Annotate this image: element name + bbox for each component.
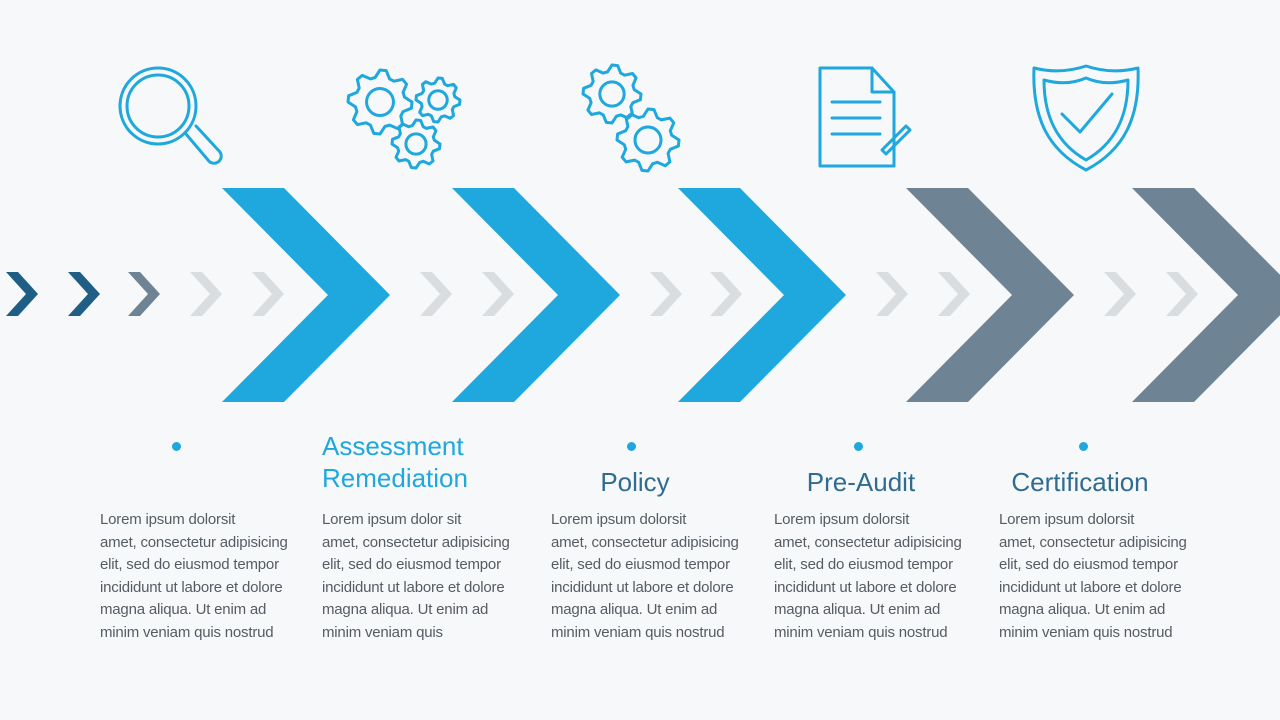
small-chevron-5: [252, 272, 284, 316]
stage-5-text-line: Lorem ipsum dolorsit: [999, 511, 1135, 528]
stage-3-text-line: elit, sed do eiusmod tempor: [551, 556, 730, 573]
stage-2-text-line: amet, consectetur adipisicing: [322, 533, 510, 551]
stage-1-text-line: minim veniam quis nostrud: [100, 623, 274, 641]
stage-5-text-line: incididunt ut labore et dolore: [999, 578, 1182, 596]
gears-icon: [346, 68, 462, 170]
stage-5-text-line: minim veniam quis nostrud: [999, 623, 1173, 641]
stage-5-text-line: magna aliqua. Ut enim ad: [999, 601, 1166, 618]
stage-1-text-line: amet, consectetur adipisicing: [100, 533, 288, 551]
stage-1-description: Lorem ipsum dolorsit amet, consectetur a…: [100, 509, 290, 644]
stage-5-text-line: amet, consectetur adipisicing: [999, 533, 1187, 551]
stage-4-text-line: minim veniam quis nostrud: [774, 623, 948, 641]
small-chevron-11: [938, 272, 970, 316]
stage-5: Certification Lorem ipsum dolorsit amet,…: [999, 0, 1199, 720]
gears-icon: [581, 63, 681, 173]
stage-4-chevron: [906, 188, 1074, 402]
stage-3-dot: [627, 442, 636, 451]
stage-5-chevron: [1132, 188, 1280, 402]
stage-2-text-line: minim veniam quis: [322, 623, 443, 641]
small-chevron-9: [710, 272, 742, 316]
small-chevron-3: [128, 272, 160, 316]
stage-3-text-line: incididunt ut labore et dolore: [551, 578, 734, 596]
magnifier-icon: [118, 66, 223, 165]
small-chevron-8: [650, 272, 682, 316]
stage-4-text-line: incididunt ut labore et dolore: [774, 578, 957, 596]
small-chevron-12: [1104, 272, 1136, 316]
stage-4-dot: [854, 442, 863, 451]
stage-2-title-line-2: Remediation: [322, 463, 468, 493]
stage-1-text-line: elit, sed do eiusmod tempor: [100, 556, 279, 573]
stage-1-chevron: [222, 188, 390, 402]
stage-5-text-line: elit, sed do eiusmod tempor: [999, 556, 1178, 573]
small-chevron-2: [68, 272, 100, 316]
stage-2-title-line-1: Assessment: [322, 431, 464, 461]
stage-2-title: Assessment Remediation: [322, 430, 522, 494]
small-chevron-1: [6, 272, 38, 316]
stage-3-text-line: amet, consectetur adipisicing: [551, 533, 739, 551]
small-chevron-4: [190, 272, 222, 316]
stage-2-text-line: incididunt ut labore et dolore: [322, 578, 505, 596]
stage-4-text-line: magna aliqua. Ut enim ad: [774, 601, 941, 618]
document-icon: [818, 66, 912, 168]
small-chevron-10: [876, 272, 908, 316]
stage-1-text-line: Lorem ipsum dolorsit: [100, 511, 236, 528]
small-chevron-7: [482, 272, 514, 316]
stage-3-text-line: magna aliqua. Ut enim ad: [551, 601, 718, 618]
stage-3-text-line: Lorem ipsum dolorsit: [551, 511, 687, 528]
stage-2-text-line: Lorem ipsum dolor sit: [322, 511, 462, 528]
stage-1-text-line: incididunt ut labore et dolore: [100, 578, 283, 596]
shield-check-icon: [1032, 64, 1140, 172]
stage-3-title: Policy: [600, 467, 670, 497]
stage-4-title: Pre-Audit: [806, 467, 916, 497]
stage-3-text-line: minim veniam quis nostrud: [551, 623, 725, 641]
stage-5-dot: [1079, 442, 1088, 451]
stage-3-chevron: [678, 188, 846, 402]
small-chevron-13: [1166, 272, 1198, 316]
small-chevron-6: [420, 272, 452, 316]
stage-2: Assessment Remediation Lorem ipsum dolor…: [322, 0, 522, 720]
stage-2-description: Lorem ipsum dolor sit amet, consectetur …: [322, 509, 512, 644]
stage-1-text-line: magna aliqua. Ut enim ad: [100, 601, 267, 618]
stage-4-text-line: amet, consectetur adipisicing: [774, 533, 962, 551]
stage-1: Lorem ipsum dolorsit amet, consectetur a…: [100, 0, 300, 720]
stage-4-text-line: Lorem ipsum dolorsit: [774, 511, 910, 528]
stage-2-text-line: magna aliqua. Ut enim ad: [322, 601, 489, 618]
stage-4: Pre-Audit Lorem ipsum dolorsit amet, con…: [774, 0, 974, 720]
stage-5-description: Lorem ipsum dolorsit amet, consectetur a…: [999, 509, 1189, 644]
stage-5-title: Certification: [1011, 467, 1149, 497]
stage-3-description: Lorem ipsum dolorsit amet, consectetur a…: [551, 509, 741, 644]
stage-2-text-line: elit, sed do eiusmod tempor: [322, 556, 501, 573]
stage-4-description: Lorem ipsum dolorsit amet, consectetur a…: [774, 509, 964, 644]
stage-3: Policy Lorem ipsum dolorsit amet, consec…: [551, 0, 751, 720]
stage-4-text-line: elit, sed do eiusmod tempor: [774, 556, 953, 573]
stage-2-chevron: [452, 188, 620, 402]
stage-1-dot: [172, 442, 181, 451]
